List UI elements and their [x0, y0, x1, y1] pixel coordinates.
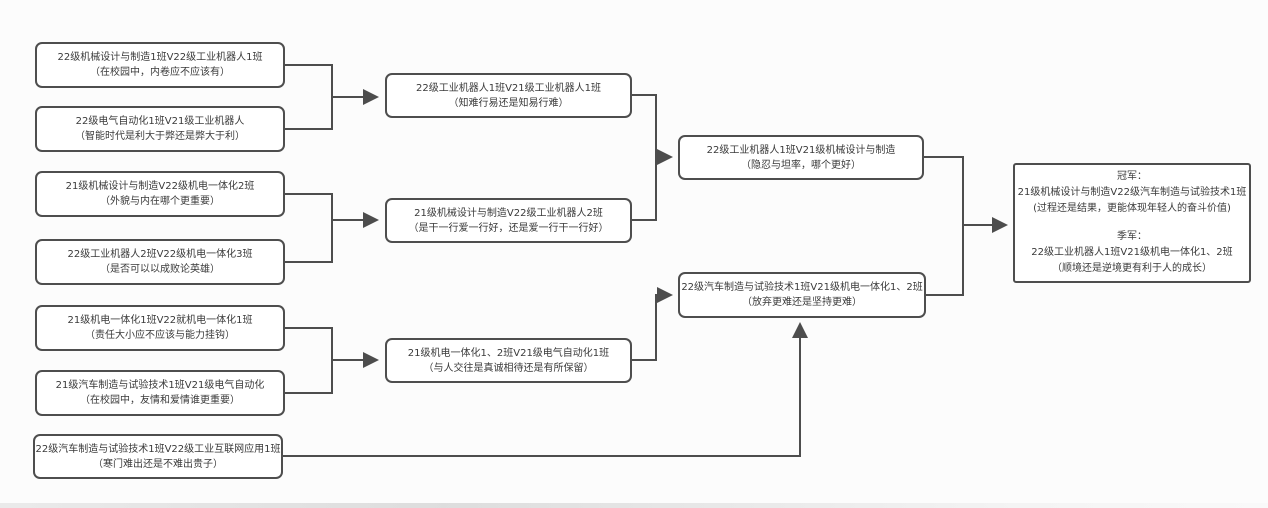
match-teams: 21级机电一体化1、2班V21级电气自动化1班 — [407, 347, 610, 359]
match-topic: （知难行易还是知易行难） — [448, 97, 569, 109]
match-teams: 22级电气自动化1班V21级工业机器人 — [75, 116, 245, 127]
match-box-r1-2: 22级电气自动化1班V21级工业机器人 （智能时代是利大于弊还是弊大于利） — [35, 106, 285, 152]
connector-pair1 — [285, 64, 333, 130]
match-box-r1-6: 21级汽车制造与试验技术1班V21级电气自动化 （在校园中，友情和爱情谁更重要） — [35, 370, 285, 416]
match-teams: 22级工业机器人1班V21级机械设计与制造 — [706, 144, 896, 156]
match-topic: （隐忍与坦率，哪个更好） — [741, 159, 861, 171]
match-teams: 21级机电一体化1班V22就机电一体化1班 — [67, 315, 253, 326]
match-box-r1-4: 22级工业机器人2班V22级机电一体化3班 （是否可以以成败论英雄） — [35, 239, 285, 285]
arrow-r2-3-to-r3-2 — [632, 287, 673, 361]
match-teams: 21级汽车制造与试验技术1班V21级电气自动化 — [55, 380, 265, 391]
champion-label: 冠军： — [1117, 171, 1147, 182]
third-place-label: 季军： — [1117, 231, 1147, 242]
connector-pair4 — [632, 94, 657, 221]
match-box-r1-7: 22级汽车制造与试验技术1班V22级工业互联网应用1班 （寒门难出还是不难出贵子… — [33, 434, 283, 479]
match-box-r2-3: 21级机电一体化1、2班V21级电气自动化1班 （与人交往是真诚相待还是有所保留… — [385, 338, 632, 383]
match-topic: （寒门难出还是不难出贵子） — [93, 458, 223, 470]
match-topic: （责任大小应不应该与能力挂钩） — [85, 330, 235, 341]
match-box-r1-5: 21级机电一体化1班V22就机电一体化1班 （责任大小应不应该与能力挂钩） — [35, 305, 285, 351]
match-topic: （放弃更难还是坚持更难） — [742, 297, 862, 308]
match-teams: 22级工业机器人1班V21级工业机器人1班 — [415, 82, 601, 94]
match-teams: 22级汽车制造与试验技术1班V21级机电一体化1、2班 — [681, 282, 923, 293]
connector-pair3 — [285, 327, 333, 394]
match-box-r3-2: 22级汽车制造与试验技术1班V21级机电一体化1、2班 （放弃更难还是坚持更难） — [678, 272, 926, 318]
champion-topic: (过程还是结果，更能体现年轻人的奋斗价值) — [1033, 203, 1231, 214]
match-teams: 22级汽车制造与试验技术1班V22级工业互联网应用1班 — [35, 443, 281, 455]
match-topic: （在校园中，内卷应不应该有） — [90, 67, 230, 78]
third-place-topic: （顺境还是逆境更有利于人的成长） — [1052, 263, 1212, 274]
match-topic: （是否可以以成败论英雄） — [100, 264, 220, 275]
connector-pair5 — [924, 156, 964, 296]
match-topic: （在校园中，友情和爱情谁更重要） — [80, 395, 240, 406]
match-teams: 22级机械设计与制造1班V22级工业机器人1班 — [57, 52, 263, 63]
match-topic: （外貌与内在哪个更重要） — [100, 196, 220, 207]
third-place-teams: 22级工业机器人1班V21级机电一体化1、2班 — [1031, 247, 1233, 258]
match-box-r2-2: 21级机械设计与制造V22级工业机器人2班 （是干一行爱一行好，还是爱一行干一行… — [385, 198, 632, 243]
match-topic: （与人交往是真诚相待还是有所保留） — [423, 362, 594, 374]
match-topic: （智能时代是利大于弊还是弊大于利） — [75, 131, 245, 142]
match-box-r2-1: 22级工业机器人1班V21级工业机器人1班 （知难行易还是知易行难） — [385, 73, 632, 118]
connector-pair2 — [285, 193, 333, 263]
match-box-r3-1: 22级工业机器人1班V21级机械设计与制造 （隐忍与坦率，哪个更好） — [678, 135, 924, 180]
bottom-scan-artifact — [0, 503, 1268, 508]
match-topic: （是干一行爱一行好，还是爱一行干一行好） — [408, 222, 609, 234]
match-box-r1-3: 21级机械设计与制造V22级机电一体化2班 （外貌与内在哪个更重要） — [35, 171, 285, 217]
match-teams: 22级工业机器人2班V22级机电一体化3班 — [67, 249, 253, 260]
match-box-r1-1: 22级机械设计与制造1班V22级工业机器人1班 （在校园中，内卷应不应该有） — [35, 42, 285, 88]
arrow-r1-7-to-r3-2 — [283, 322, 808, 457]
match-teams: 21级机械设计与制造V22级工业机器人2班 — [414, 207, 603, 219]
champion-teams: 21级机械设计与制造V22级汽车制造与试验技术1班 — [1017, 187, 1247, 198]
match-teams: 21级机械设计与制造V22级机电一体化2班 — [65, 181, 255, 192]
final-result-box: 冠军： 21级机械设计与制造V22级汽车制造与试验技术1班 (过程还是结果，更能… — [1013, 163, 1251, 283]
